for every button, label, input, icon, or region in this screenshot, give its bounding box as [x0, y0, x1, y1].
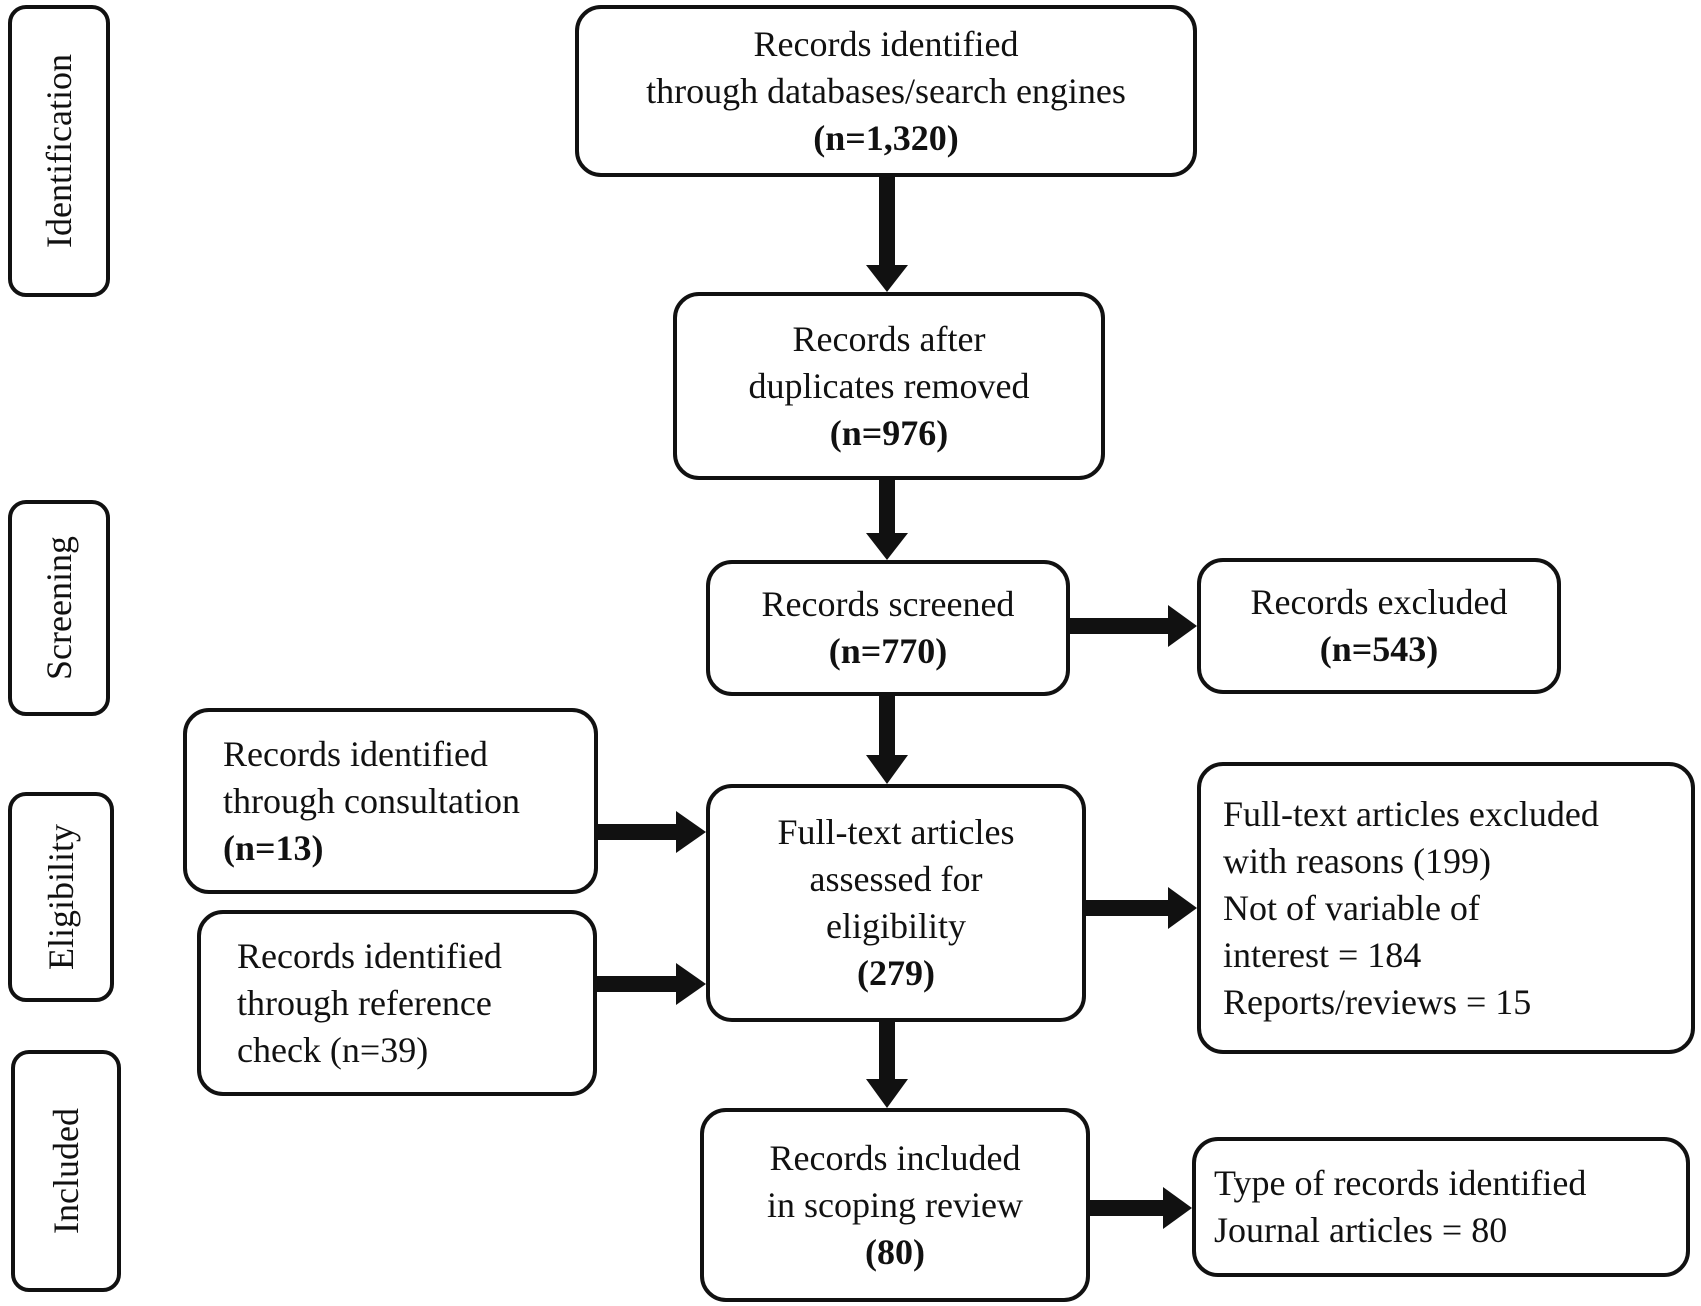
box-reference-check: Records identified through reference che… [197, 910, 597, 1096]
box-records-included-line-1: Records included [769, 1137, 1021, 1178]
box-record-types: Type of records identified Journal artic… [1192, 1137, 1690, 1277]
arrow-screened-to-fulltext [866, 696, 908, 784]
box-fulltext-assessed-line-4: (279) [857, 953, 935, 993]
box-fulltext-assessed: Full-text articles assessed for eligibil… [706, 784, 1086, 1022]
stage-screening: Screening [8, 500, 110, 716]
arrow-dedup-to-screened [866, 480, 908, 560]
box-reference-check-line-2: through reference [237, 982, 492, 1023]
box-fulltext-assessed-line-2: assessed for [809, 859, 983, 899]
box-fulltext-excluded-line-3: Not of variable of [1223, 887, 1480, 928]
box-record-types-line-1: Type of records identified [1214, 1163, 1587, 1203]
box-records-identified-line-1: Records identified [753, 23, 1019, 64]
box-duplicates-removed-line-1: Records after [792, 318, 986, 359]
box-consultation: Records identified through consultation … [183, 708, 598, 894]
arrow-fulltext-to-fulltext-excluded [1086, 887, 1197, 929]
box-records-included-line-3: (80) [865, 1231, 925, 1272]
box-fulltext-assessed-line-3: eligibility [826, 906, 966, 946]
box-consultation-line-2: through consultation [223, 780, 520, 821]
box-records-identified-line-2: through databases/search engines [646, 70, 1126, 111]
stage-eligibility: Eligibility [8, 792, 114, 1002]
box-fulltext-assessed-line-1: Full-text articles [777, 812, 1015, 852]
box-records-screened: Records screened (n=770) [706, 560, 1070, 696]
box-fulltext-excluded-line-4: interest = 184 [1223, 934, 1422, 975]
box-reference-check-line-3: check (n=39) [237, 1029, 429, 1070]
stage-included: Included [11, 1050, 121, 1292]
box-records-included-line-2: in scoping review [767, 1184, 1023, 1225]
box-fulltext-excluded: Full-text articles excluded with reasons… [1197, 762, 1695, 1054]
arrow-identified-to-dedup [866, 177, 908, 292]
arrow-consultation-to-fulltext [598, 811, 706, 853]
box-duplicates-removed-line-3: (n=976) [829, 412, 949, 453]
box-records-identified: Records identified through databases/sea… [575, 5, 1197, 177]
box-records-screened-line-1: Records screened [761, 584, 1015, 624]
box-reference-check-line-1: Records identified [237, 935, 502, 976]
box-records-excluded: Records excluded (n=543) [1197, 558, 1561, 694]
box-fulltext-excluded-line-5: Reports/reviews = 15 [1223, 981, 1532, 1022]
box-fulltext-excluded-line-1: Full-text articles excluded [1223, 793, 1599, 834]
box-records-excluded-line-1: Records excluded [1250, 582, 1508, 622]
arrow-screened-to-excluded [1070, 605, 1197, 647]
box-duplicates-removed-line-2: duplicates removed [748, 365, 1030, 406]
arrow-included-to-record-types [1090, 1187, 1192, 1229]
arrow-reference-to-fulltext [597, 963, 706, 1005]
stage-identification: Identification [8, 5, 110, 297]
box-consultation-line-1: Records identified [223, 733, 488, 774]
box-records-included: Records included in scoping review (80) [700, 1108, 1090, 1302]
box-consultation-line-3: (n=13) [223, 827, 324, 868]
arrow-fulltext-to-included [866, 1022, 908, 1108]
box-record-types-line-2: Journal articles = 80 [1214, 1210, 1508, 1250]
box-records-excluded-line-2: (n=543) [1319, 629, 1439, 669]
box-duplicates-removed: Records after duplicates removed (n=976) [673, 292, 1105, 480]
box-records-screened-line-2: (n=770) [828, 631, 948, 671]
box-records-identified-line-3: (n=1,320) [813, 117, 959, 158]
box-fulltext-excluded-line-2: with reasons (199) [1223, 840, 1491, 881]
